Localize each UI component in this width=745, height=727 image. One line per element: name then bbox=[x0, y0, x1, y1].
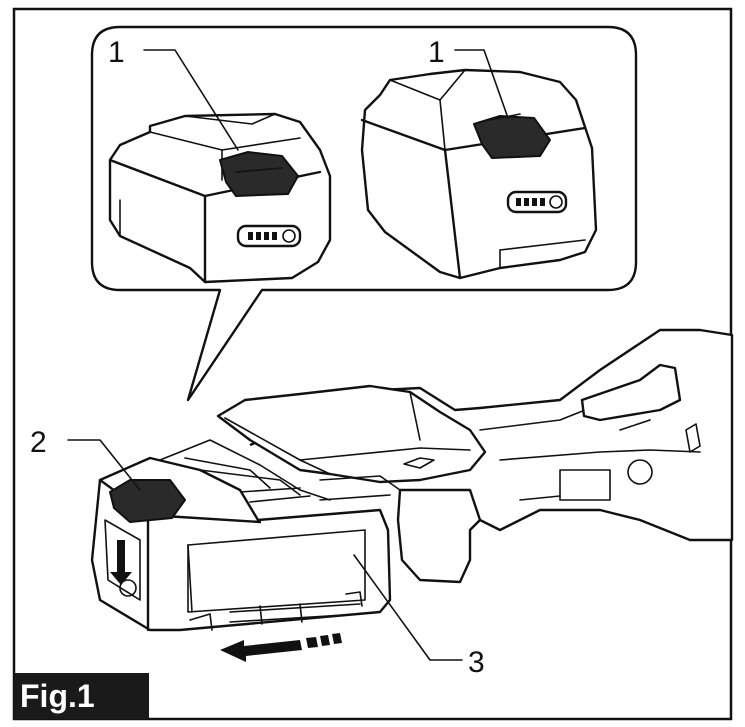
leader-line-1a bbox=[143, 49, 239, 151]
figure-label: Fig.1 bbox=[20, 678, 95, 714]
leader-line-1b bbox=[454, 49, 509, 119]
battery-small-illustration bbox=[108, 112, 332, 284]
leader-line-3 bbox=[353, 554, 463, 661]
slide-direction-arrow bbox=[220, 633, 342, 662]
leader-line-2 bbox=[67, 439, 141, 491]
battery-installed-illustration bbox=[90, 456, 392, 632]
callout-number-1a: 1 bbox=[108, 36, 125, 69]
tool-body-illustration bbox=[159, 328, 734, 584]
figure-label-box bbox=[14, 673, 149, 719]
callout-number-1b: 1 bbox=[428, 36, 445, 69]
callout-number-2: 2 bbox=[30, 426, 47, 459]
callout-number-3: 3 bbox=[468, 646, 485, 679]
battery-large-illustration bbox=[360, 68, 598, 280]
